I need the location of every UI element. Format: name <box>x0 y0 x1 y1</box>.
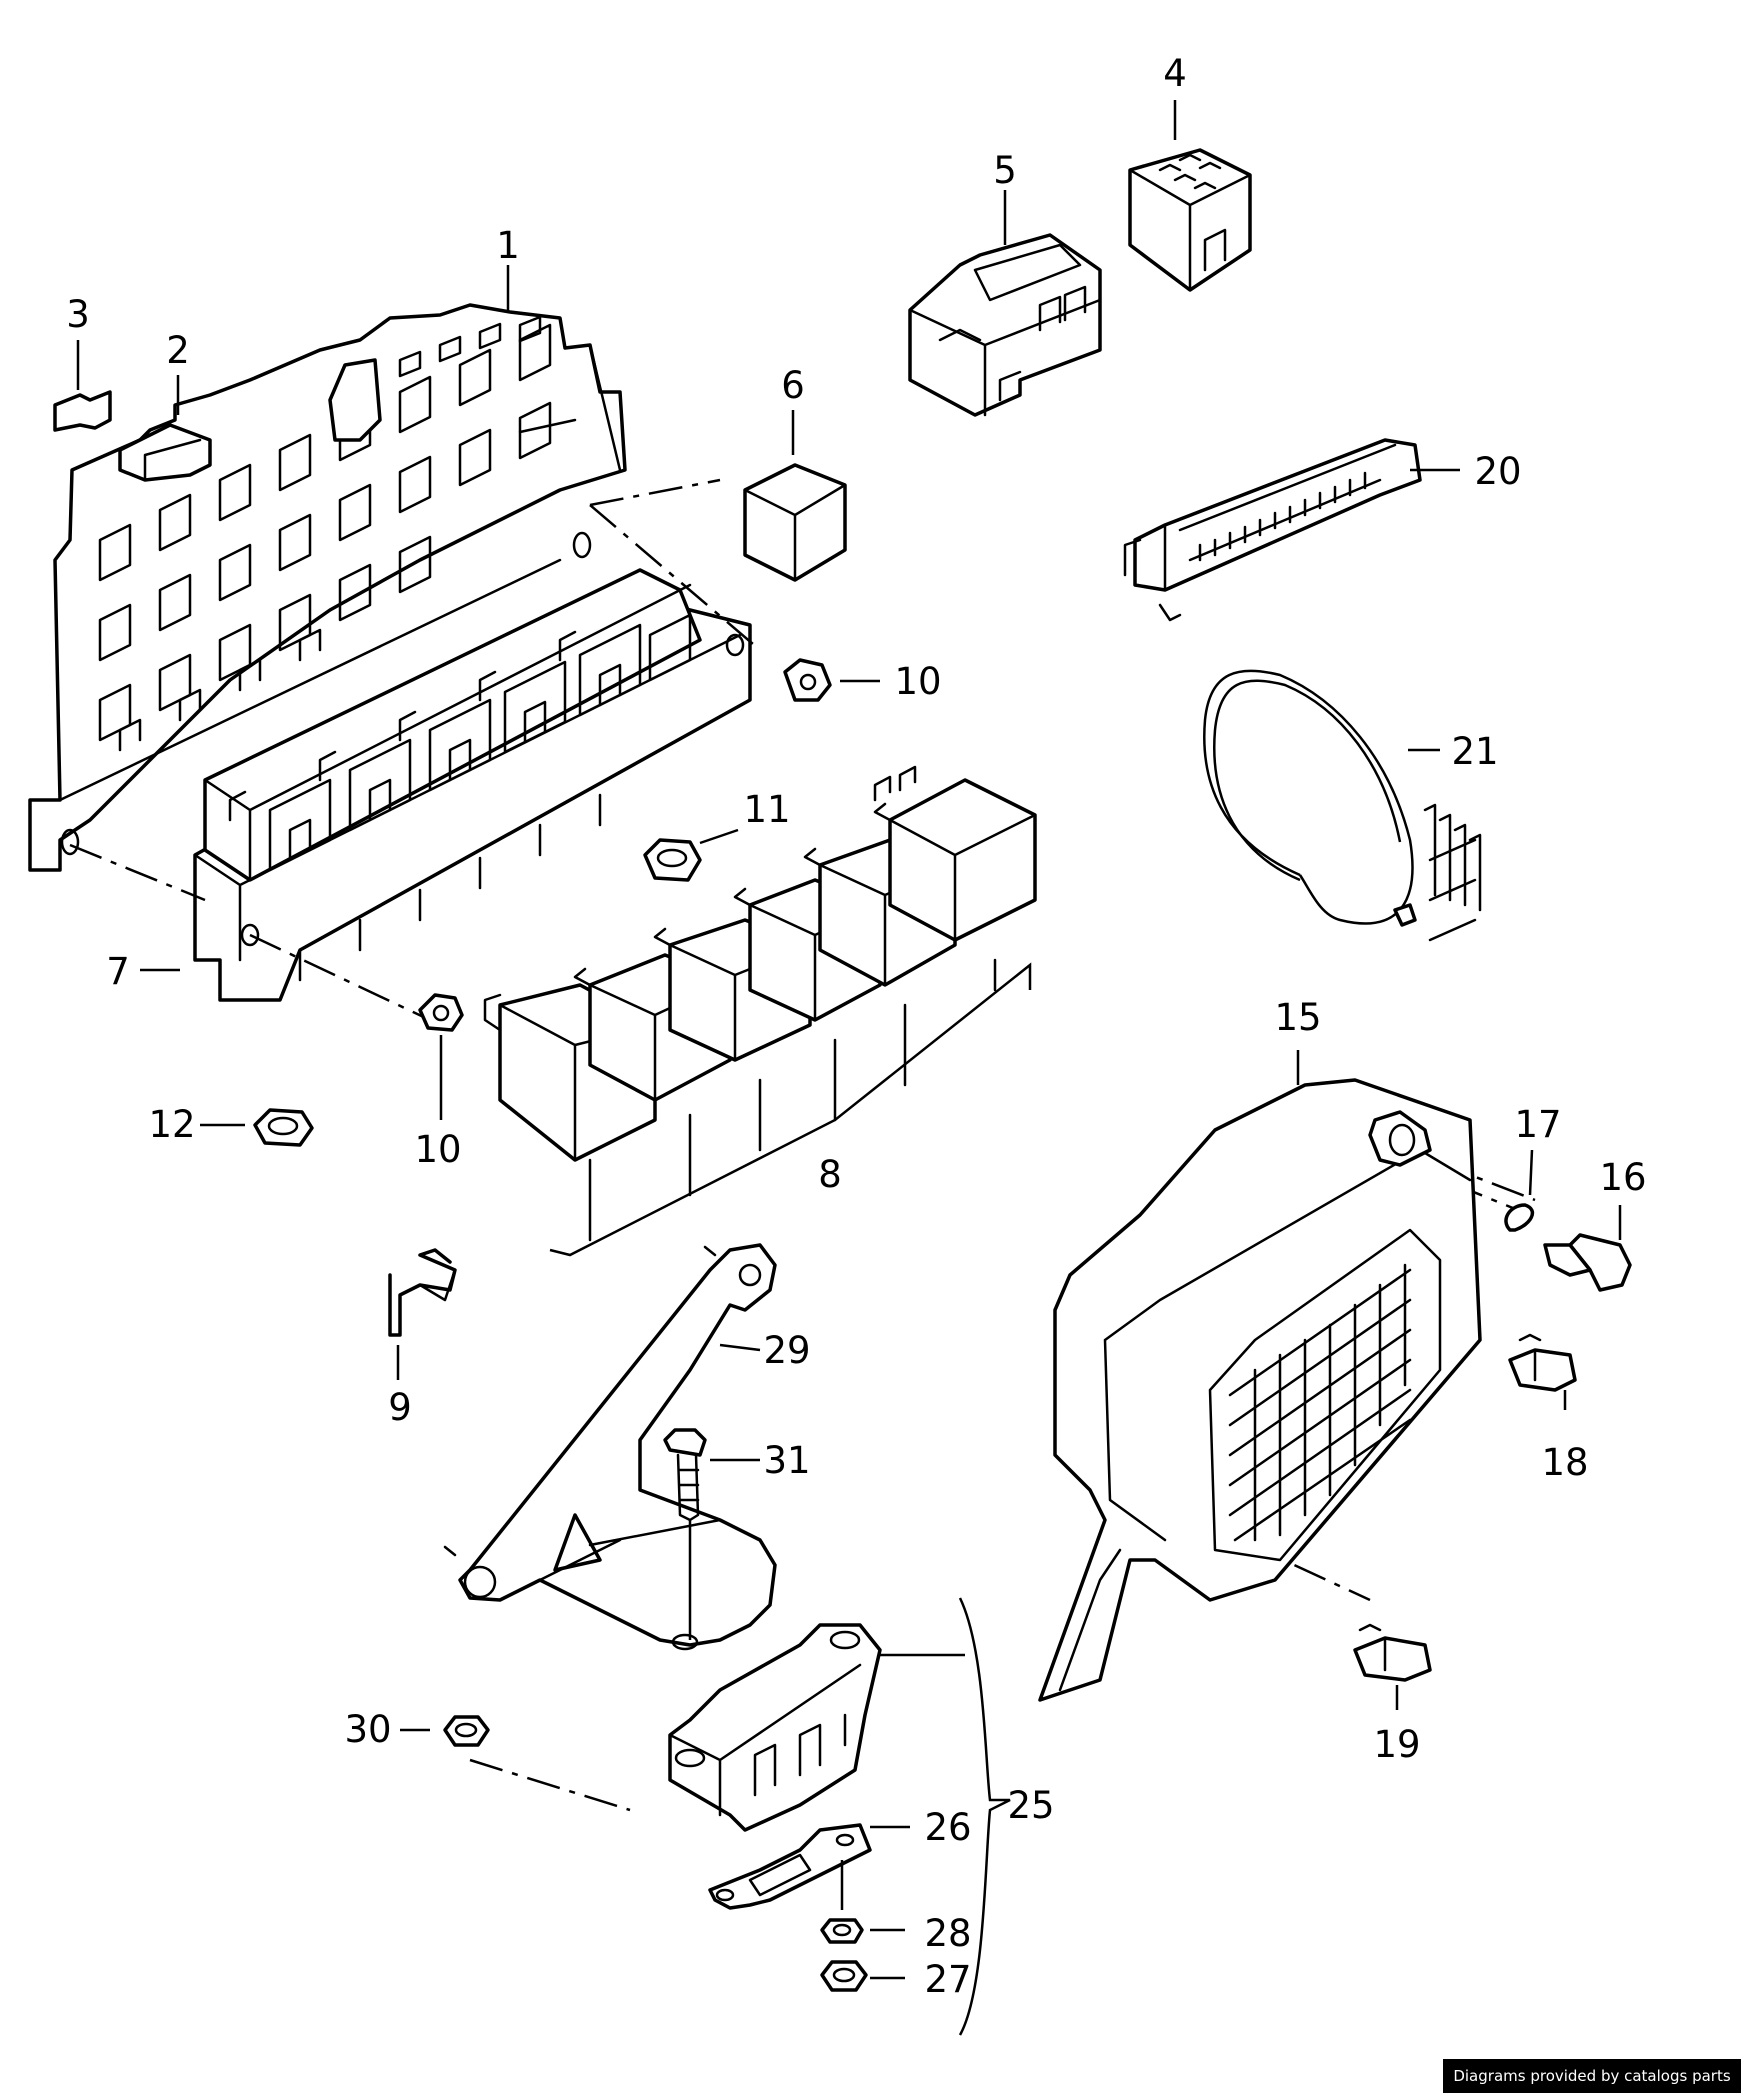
callout-4: 4 <box>1163 52 1187 95</box>
callout-25: 25 <box>1007 1784 1054 1827</box>
callout-11: 11 <box>743 788 790 831</box>
callout-2: 2 <box>166 329 190 372</box>
nut-10-bottom <box>418 993 464 1032</box>
callout-20: 20 <box>1474 450 1521 493</box>
callout-28: 28 <box>924 1912 971 1955</box>
callout-17: 17 <box>1514 1103 1561 1146</box>
callout-27: 27 <box>924 1958 971 2001</box>
callout-7: 7 <box>106 950 130 993</box>
bracket-arm-29 <box>443 1243 777 1651</box>
callout-10-top: 10 <box>894 660 941 703</box>
callout-12: 12 <box>148 1103 195 1146</box>
callout-26: 26 <box>924 1806 971 1849</box>
control-unit-15 <box>1038 1078 1482 1702</box>
callout-5: 5 <box>993 149 1017 192</box>
nut-30 <box>443 1715 490 1747</box>
callout-31: 31 <box>763 1439 810 1482</box>
nut-12 <box>253 1108 314 1147</box>
callout-19: 19 <box>1373 1723 1420 1766</box>
nut-11 <box>643 838 702 882</box>
leader-lines <box>76 100 1622 2036</box>
strap-26 <box>708 1823 872 1910</box>
relay-row <box>483 765 1037 1257</box>
credit-banner: Diagrams provided by catalogs parts <box>1443 2059 1741 2093</box>
relay-6 <box>743 463 847 582</box>
bolt-16 <box>1543 1233 1632 1292</box>
callout-1: 1 <box>496 224 520 267</box>
carrier-slots <box>98 323 552 752</box>
callout-21: 21 <box>1451 730 1498 773</box>
washer-17 <box>1504 1203 1535 1232</box>
callout-16: 16 <box>1599 1156 1646 1199</box>
fuse-holder-strip <box>193 568 752 1002</box>
nut-27 <box>820 1960 868 1992</box>
callout-10-bottom: 10 <box>414 1128 461 1171</box>
callout-3: 3 <box>66 293 90 336</box>
relay-4 <box>1128 148 1252 292</box>
fuse-18 <box>1508 1333 1577 1392</box>
callout-15: 15 <box>1274 996 1321 1039</box>
washer-28 <box>820 1918 864 1944</box>
callout-30: 30 <box>344 1708 391 1751</box>
callout-6: 6 <box>781 364 805 407</box>
callout-labels: 1 2 3 4 5 6 7 8 9 10 10 11 12 15 16 17 1… <box>66 52 1646 2001</box>
nut-10-top <box>783 658 832 702</box>
relay-5 <box>908 233 1102 417</box>
callout-29: 29 <box>763 1329 810 1372</box>
bracket-9 <box>388 1248 457 1337</box>
connector-20 <box>1123 438 1422 622</box>
fuse-2 <box>118 423 212 482</box>
callout-8: 8 <box>818 1153 842 1196</box>
callout-9: 9 <box>388 1386 412 1429</box>
wire-loop-21 <box>1203 669 1482 942</box>
fuse-19 <box>1353 1623 1432 1682</box>
fuse-3 <box>53 390 112 432</box>
module-25 <box>668 1623 882 1832</box>
callout-18: 18 <box>1541 1441 1588 1484</box>
